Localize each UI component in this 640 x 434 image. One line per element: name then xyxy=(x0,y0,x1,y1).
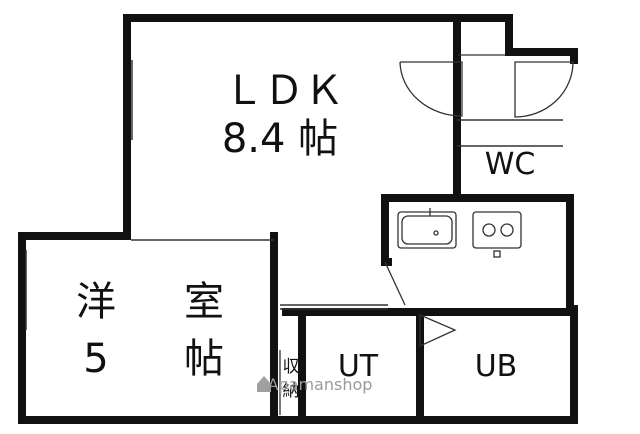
walls xyxy=(18,14,578,424)
ldk-name: ＬＤＫ xyxy=(224,68,344,114)
western-size-2: 帖 xyxy=(184,336,224,382)
ut-label: UT xyxy=(338,349,379,384)
ub-label: UB xyxy=(475,349,518,384)
storage-char-2: 納 xyxy=(283,381,300,401)
western-name-1: 洋 xyxy=(76,279,116,325)
stove-icon xyxy=(472,211,522,258)
watermark: Apamanshop xyxy=(268,375,373,394)
western-name-2: 室 xyxy=(184,279,224,325)
western-size-1: 5 xyxy=(83,336,108,382)
storage-char-1: 収 xyxy=(283,357,300,377)
wc-label: WC xyxy=(485,147,536,182)
kitchen-sink-icon xyxy=(397,208,457,249)
house-logo-icon xyxy=(257,376,271,392)
door-swing-icon xyxy=(279,54,574,415)
ldk-size: 8.4 帖 xyxy=(222,116,338,162)
interior-lines xyxy=(25,60,563,330)
